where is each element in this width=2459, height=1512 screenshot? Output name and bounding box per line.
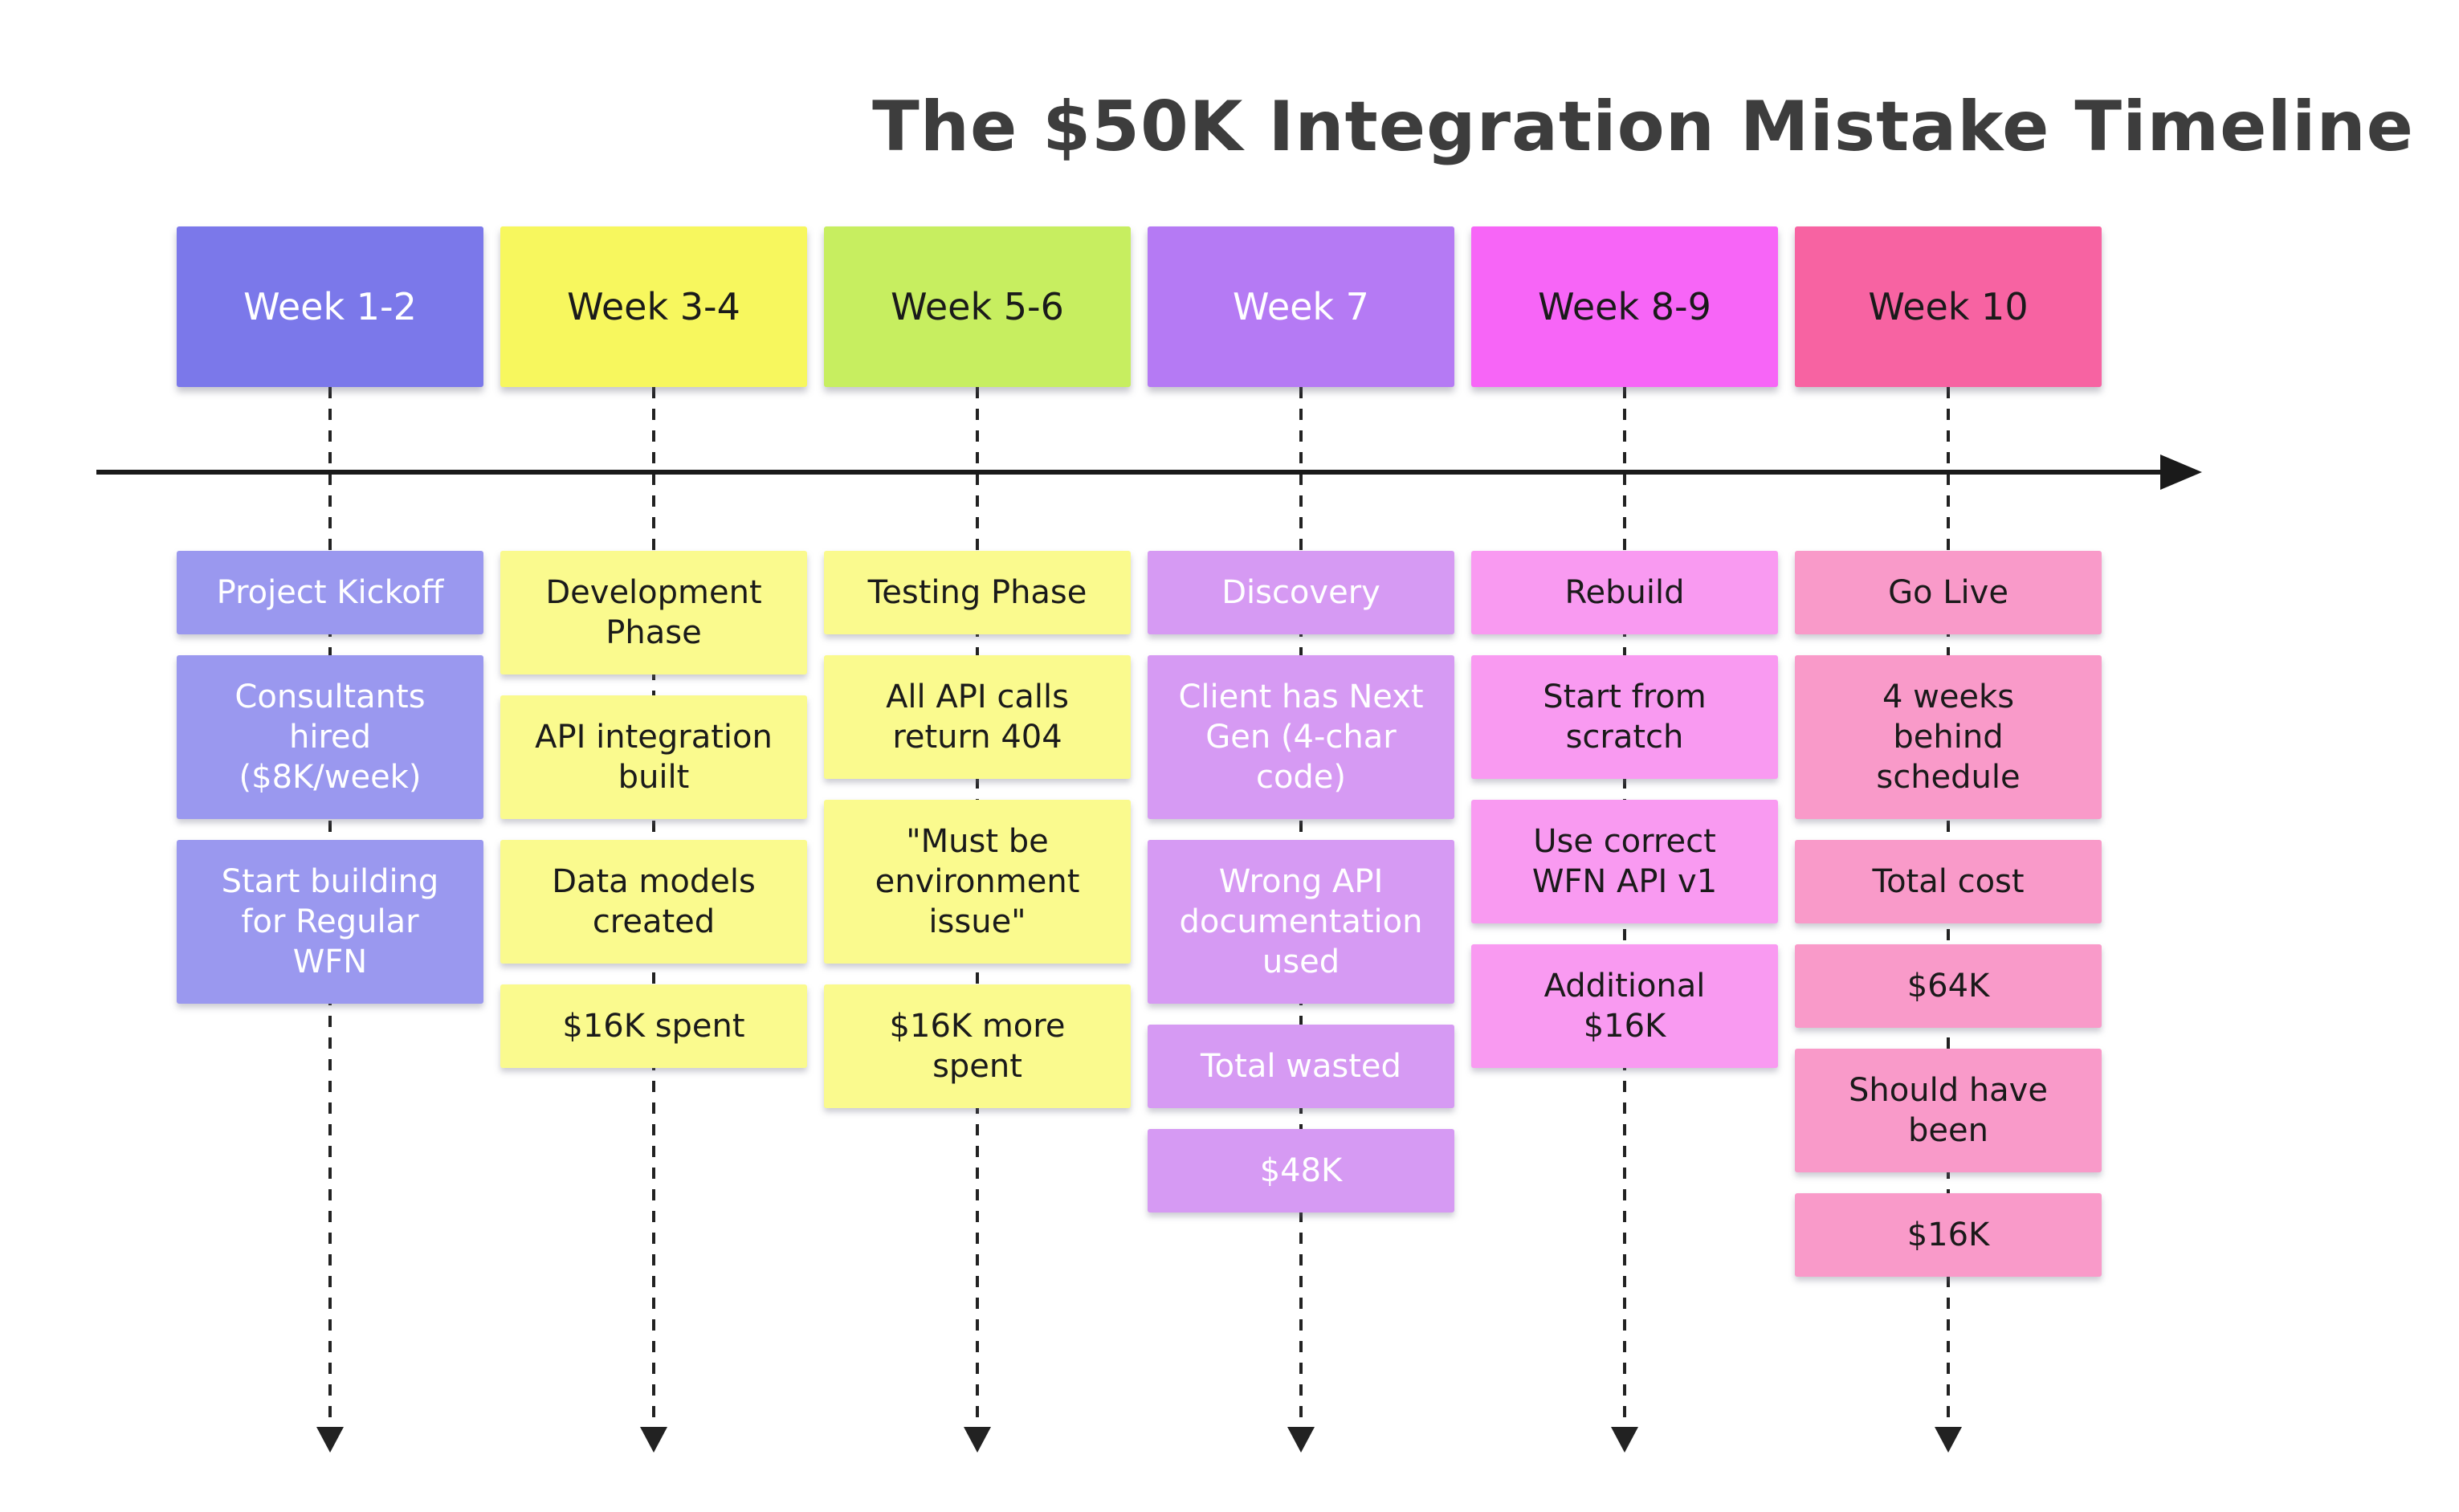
timeline-card: Data models created	[500, 840, 807, 964]
column-header: Week 1-2	[177, 226, 483, 387]
timeline-column-week-8-9: Week 8-9 Rebuild Start from scratch Use …	[1471, 226, 1778, 1463]
timeline-card: Total wasted	[1148, 1025, 1454, 1108]
timeline-card: All API calls return 404	[824, 655, 1131, 779]
card-stack: Rebuild Start from scratch Use correct W…	[1471, 551, 1778, 1068]
page-title: The $50K Integration Mistake Timeline	[872, 87, 2414, 167]
timeline-card: Go Live	[1795, 551, 2102, 634]
timeline-card: Discovery	[1148, 551, 1454, 634]
down-arrow-icon	[1935, 1427, 1962, 1453]
down-arrow-icon	[316, 1427, 344, 1453]
timeline-column-week-7: Week 7 Discovery Client has Next Gen (4-…	[1148, 226, 1454, 1463]
timeline-card: Project Kickoff	[177, 551, 483, 634]
down-arrow-icon	[1611, 1427, 1638, 1453]
card-stack: Development Phase API integration built …	[500, 551, 807, 1068]
timeline-card: Use correct WFN API v1	[1471, 800, 1778, 923]
column-header: Week 5-6	[824, 226, 1131, 387]
down-arrow-icon	[1287, 1427, 1315, 1453]
timeline-card: Total cost	[1795, 840, 2102, 923]
timeline-column-week-5-6: Week 5-6 Testing Phase All API calls ret…	[824, 226, 1131, 1463]
timeline-card: $48K	[1148, 1129, 1454, 1212]
column-header: Week 10	[1795, 226, 2102, 387]
card-stack: Go Live 4 weeks behind schedule Total co…	[1795, 551, 2102, 1277]
timeline-card: Start building for Regular WFN	[177, 840, 483, 1004]
timeline-card: Testing Phase	[824, 551, 1131, 634]
column-header: Week 7	[1148, 226, 1454, 387]
timeline-card: Start from scratch	[1471, 655, 1778, 779]
down-arrow-icon	[964, 1427, 991, 1453]
timeline-axis-line	[96, 470, 2164, 475]
timeline-column-week-10: Week 10 Go Live 4 weeks behind schedule …	[1795, 226, 2102, 1463]
timeline-card: Additional $16K	[1471, 944, 1778, 1068]
timeline-card: Client has Next Gen (4-char code)	[1148, 655, 1454, 819]
timeline-card: 4 weeks behind schedule	[1795, 655, 2102, 819]
timeline-column-week-3-4: Week 3-4 Development Phase API integrati…	[500, 226, 807, 1463]
timeline-card: $16K	[1795, 1193, 2102, 1277]
down-arrow-icon	[640, 1427, 667, 1453]
card-stack: Discovery Client has Next Gen (4-char co…	[1148, 551, 1454, 1212]
timeline-card: $16K spent	[500, 984, 807, 1068]
column-header: Week 3-4	[500, 226, 807, 387]
timeline-card: Wrong API documentation used	[1148, 840, 1454, 1004]
timeline-card: $16K more spent	[824, 984, 1131, 1108]
card-stack: Project Kickoff Consultants hired ($8K/w…	[177, 551, 483, 1004]
timeline-card: Rebuild	[1471, 551, 1778, 634]
timeline-card: Development Phase	[500, 551, 807, 674]
timeline-card: Consultants hired ($8K/week)	[177, 655, 483, 819]
timeline-axis-arrow-icon	[2160, 454, 2202, 490]
timeline-card: "Must be environment issue"	[824, 800, 1131, 964]
timeline-card: API integration built	[500, 695, 807, 819]
card-stack: Testing Phase All API calls return 404 "…	[824, 551, 1131, 1108]
timeline-card: Should have been	[1795, 1049, 2102, 1172]
column-header: Week 8-9	[1471, 226, 1778, 387]
timeline-column-week-1-2: Week 1-2 Project Kickoff Consultants hir…	[177, 226, 483, 1463]
timeline-card: $64K	[1795, 944, 2102, 1028]
